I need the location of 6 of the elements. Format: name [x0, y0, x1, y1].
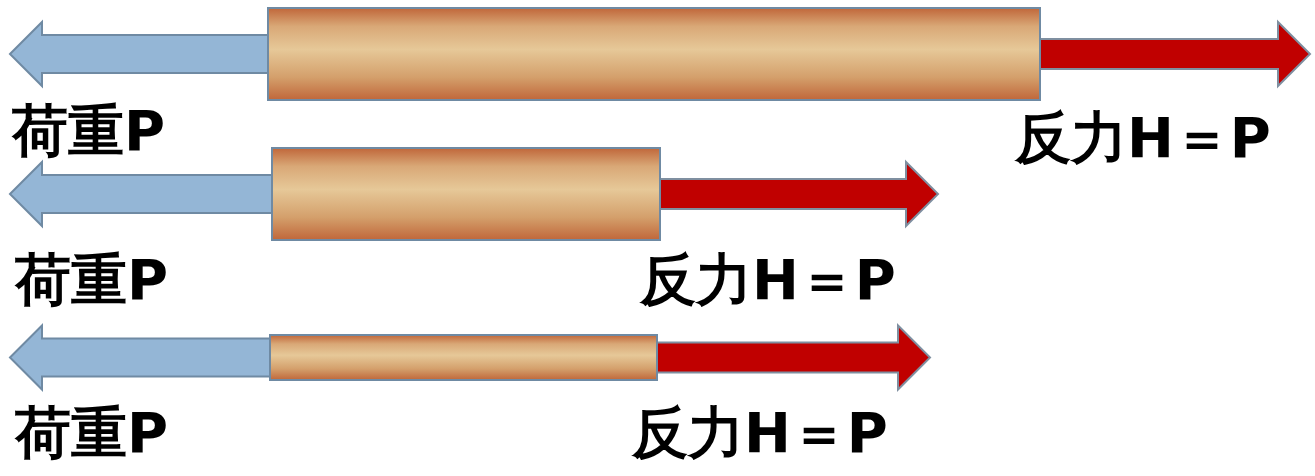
force-label: 反力H＝P [640, 252, 896, 308]
force-label: 荷重P [15, 252, 169, 308]
force-label: 荷重P [15, 405, 169, 461]
force-label: 反力H＝P [632, 405, 888, 461]
force-label: 反力H＝P [1015, 110, 1271, 166]
force-label: 荷重P [12, 103, 166, 159]
